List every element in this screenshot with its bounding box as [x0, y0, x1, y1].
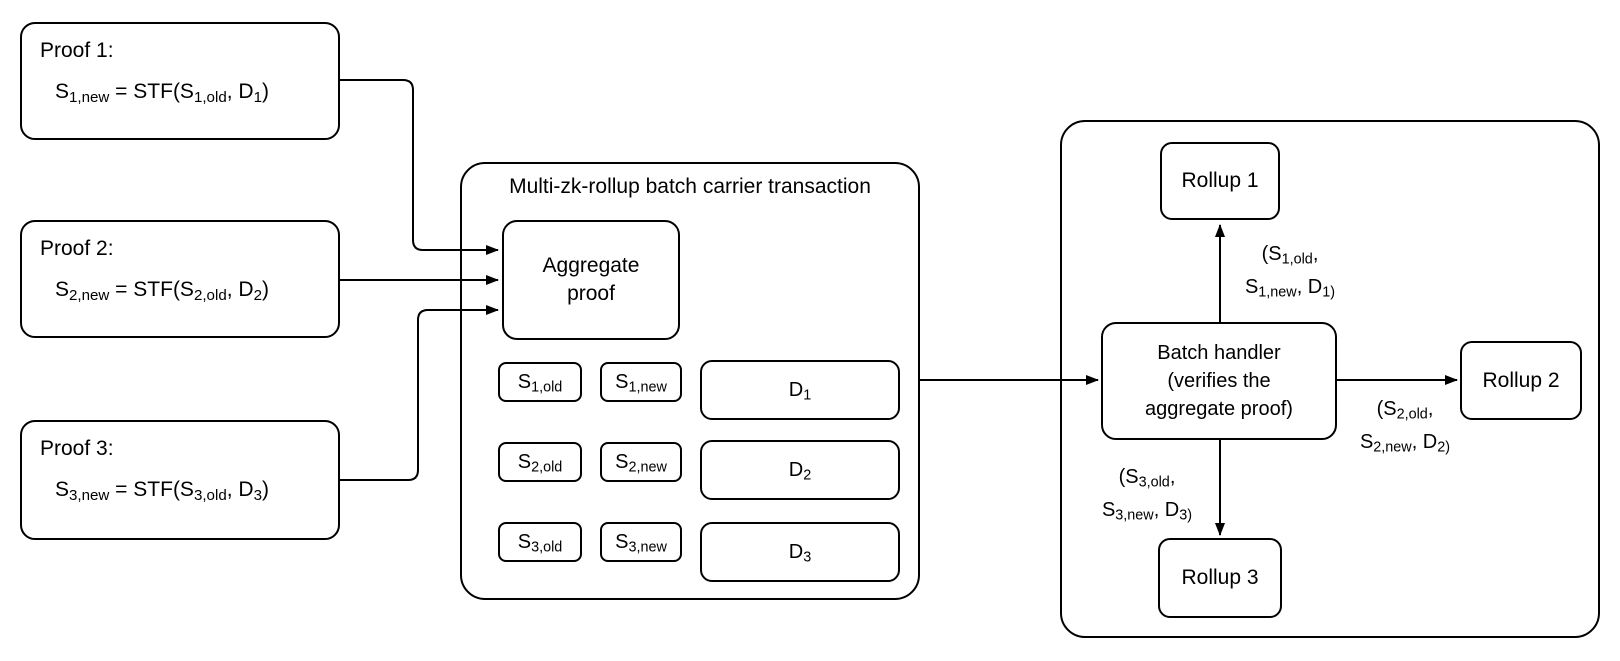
s3-new-label: S3,new: [615, 530, 667, 556]
edge-label-rollup3: (S3,old, S3,new, D3): [1082, 461, 1212, 527]
rollup-3-box: Rollup 3: [1158, 538, 1282, 618]
proof-3-box: Proof 3: S3,new = STF(S3,old, D3): [20, 420, 340, 540]
rollup-1-label: Rollup 1: [1181, 169, 1259, 192]
carrier-title: Multi-zk-rollup batch carrier transactio…: [509, 175, 871, 198]
edge-label-rollup3-line2: S3,new, D3): [1101, 499, 1193, 524]
proof-3-formula: S3,new = STF(S3,old, D3): [55, 478, 269, 504]
rollup-2-label: Rollup 2: [1482, 368, 1560, 392]
edge-label-rollup2: (S2,old, S2,new, D2): [1342, 393, 1468, 459]
edge-label-rollup1-line1: (S1,old,: [1261, 243, 1319, 268]
rollup-3-label: Rollup 3: [1181, 566, 1259, 589]
rollup-1-box: Rollup 1: [1160, 142, 1280, 220]
rollup-2-box: Rollup 2: [1460, 341, 1582, 420]
s2-new-box: S2,new: [600, 442, 682, 482]
s1-old-label: S1,old: [517, 370, 563, 396]
proof-1-title: Proof 1:: [40, 39, 114, 62]
proof-2-formula: S2,new = STF(S2,old, D2): [55, 278, 269, 304]
s3-old-box: S3,old: [498, 522, 582, 562]
s3-old-label: S3,old: [517, 530, 563, 556]
batch-handler-box: Batch handler (verifies the aggregate pr…: [1101, 322, 1337, 440]
s1-old-box: S1,old: [498, 362, 582, 402]
batch-handler-line-3: aggregate proof): [1145, 398, 1293, 420]
aggregate-proof-box: Aggregate proof: [502, 220, 680, 340]
s2-old-label: S2,old: [517, 450, 563, 476]
edge-label-rollup3-line1: (S3,old,: [1118, 466, 1176, 491]
proof-2-box: Proof 2: S2,new = STF(S2,old, D2): [20, 220, 340, 338]
aggregate-proof-label: Aggregate proof: [542, 254, 640, 305]
d2-label: D2: [788, 458, 812, 484]
edge-label-rollup1: (S1,old, S1,new, D1): [1222, 238, 1358, 304]
proof-2-title: Proof 2:: [40, 237, 114, 260]
s1-new-label: S1,new: [615, 370, 667, 396]
s3-new-box: S3,new: [600, 522, 682, 562]
d1-label: D1: [788, 378, 812, 404]
batch-handler-line-1: Batch handler: [1157, 342, 1281, 364]
edge-label-rollup2-line2: S2,new, D2): [1359, 431, 1451, 456]
d2-box: D2: [700, 440, 900, 500]
s1-new-box: S1,new: [600, 362, 682, 402]
batch-handler-line-2: (verifies the: [1167, 370, 1271, 392]
edge-label-rollup2-line1: (S2,old,: [1376, 398, 1434, 423]
proof-1-box: Proof 1: S1,new = STF(S1,old, D1): [20, 22, 340, 140]
s2-new-label: S2,new: [615, 450, 667, 476]
proof-3-title: Proof 3:: [40, 437, 114, 460]
d1-box: D1: [700, 360, 900, 420]
d3-box: D3: [700, 522, 900, 582]
s2-old-box: S2,old: [498, 442, 582, 482]
d3-label: D3: [788, 540, 812, 566]
proof-1-formula: S1,new = STF(S1,old, D1): [55, 80, 269, 106]
edge-label-rollup1-line2: S1,new, D1): [1244, 276, 1336, 301]
